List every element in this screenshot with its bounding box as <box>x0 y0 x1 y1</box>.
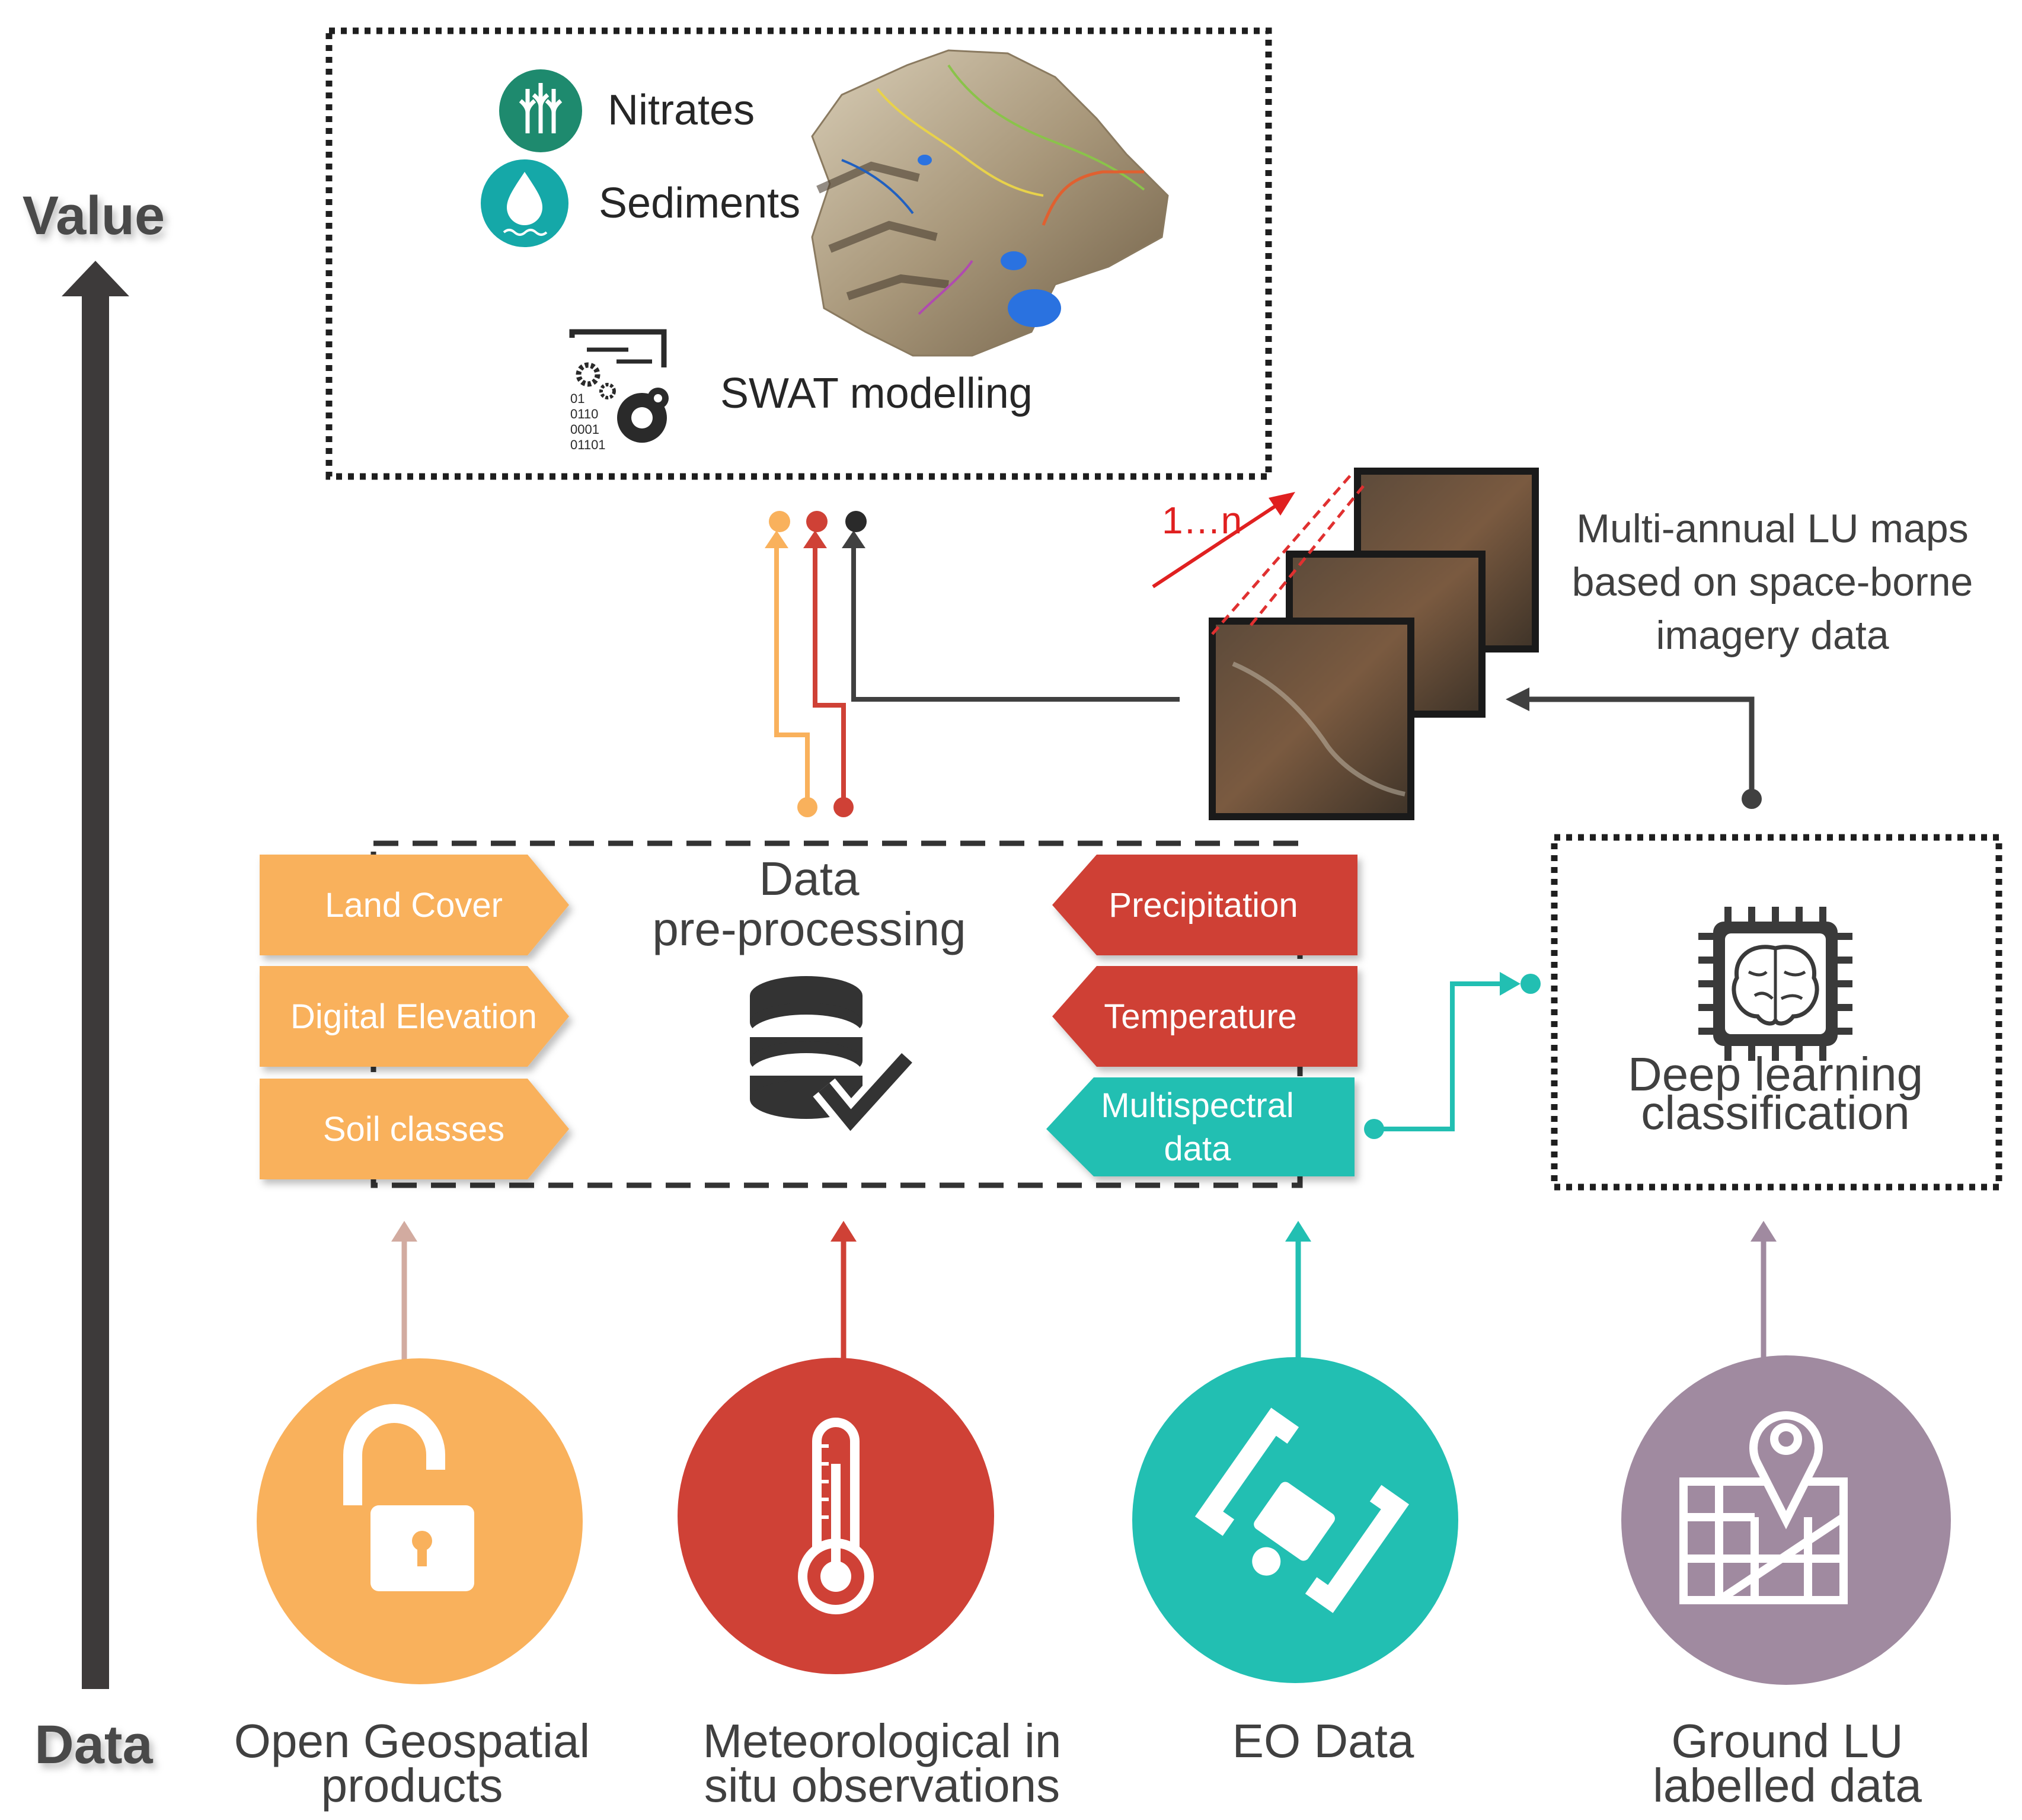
watershed-terrain-image <box>811 49 1169 357</box>
nitrates-legend: Nitrates <box>499 69 755 152</box>
lu-stack-dashed-line-1 <box>1211 473 1353 635</box>
swat-modelling-box: Nitrates Sediments <box>325 27 1272 480</box>
source-meteorological: Meteorological in situ observations <box>678 1358 1061 1812</box>
sediments-legend: Sediments <box>481 159 800 247</box>
preprocessing-title-line-1: Data <box>759 852 860 905</box>
binary-line-2: 0110 <box>570 407 598 421</box>
preprocessing-title-line-2: pre-processing <box>652 903 966 955</box>
tag-label-digital-elevation: Digital Elevation <box>290 997 537 1036</box>
source-label-eo-data: EO Data <box>1232 1715 1414 1767</box>
deep-learning-label-line-2: classification <box>1641 1086 1910 1139</box>
value-axis-arrowhead <box>62 261 129 296</box>
tag-label-land-cover: Land Cover <box>325 886 503 925</box>
tag-digital-elevation: Digital Elevation <box>260 966 569 1067</box>
deep-learning-label-line-1: Deep learning <box>1628 1048 1923 1101</box>
value-axis-shaft <box>82 293 109 1689</box>
tag-label-precipitation: Precipitation <box>1109 886 1298 925</box>
binary-line-3: 0001 <box>570 422 599 437</box>
source-label-meteorological-line-2: situ observations <box>704 1759 1060 1812</box>
nitrates-label: Nitrates <box>608 87 755 134</box>
binary-line-1: 01 <box>570 391 584 406</box>
lu-maps-title-line-1: Multi-annual LU maps <box>1576 506 1968 551</box>
tag-land-cover: Land Cover <box>260 855 569 955</box>
source-label-ground-lu-line-1: Ground LU <box>1671 1715 1903 1767</box>
sediments-label: Sediments <box>599 180 800 227</box>
source-ground-lu: Ground LU labelled data <box>1621 1355 1951 1812</box>
lu-maps-title-line-3: imagery data <box>1656 613 1889 658</box>
source-label-ground-lu-line-2: labelled data <box>1653 1759 1922 1812</box>
lu-maps-stack: 1…n Multi-annual LU maps based on space-… <box>1152 468 1973 820</box>
tag-soil-classes: Soil classes <box>260 1079 569 1179</box>
deep-learning-box: Deep learning classification <box>1551 834 2002 1191</box>
lu-count-label: 1…n <box>1162 499 1242 542</box>
database-check-icon <box>750 976 918 1142</box>
connectors-to-swat <box>765 511 1180 817</box>
tag-label-temperature: Temperature <box>1104 997 1297 1036</box>
tag-temperature: Temperature <box>1052 966 1357 1067</box>
tag-precipitation: Precipitation <box>1052 855 1357 955</box>
axis-label-value: Value <box>23 185 165 246</box>
connector-deep-learning-to-lu-maps <box>1506 687 1762 809</box>
value-axis: Value Data <box>23 185 165 1775</box>
source-eo-data: EO Data <box>1132 1357 1458 1767</box>
unlocked-padlock-icon <box>343 1404 474 1591</box>
source-arrows <box>391 1221 1777 1360</box>
lu-maps-title-line-2: based on space-borne <box>1572 559 1973 604</box>
thermometer-icon <box>798 1418 874 1614</box>
tag-label-soil-classes: Soil classes <box>323 1110 504 1149</box>
tag-label-multispectral-line-1: Multispectral <box>1101 1086 1294 1125</box>
source-label-open-geospatial-line-2: products <box>321 1759 503 1812</box>
ai-chip-brain-icon <box>1698 907 1852 1061</box>
satellite-icon <box>1194 1408 1410 1613</box>
source-label-open-geospatial-line-1: Open Geospatial <box>234 1715 590 1767</box>
data-preprocessing-box: Data pre-processing Land Cover Digital E… <box>260 840 1357 1188</box>
source-open-geospatial: Open Geospatial products <box>234 1358 590 1812</box>
map-pin-icon <box>1679 1411 1848 1604</box>
tag-label-multispectral-line-2: data <box>1164 1130 1232 1168</box>
source-label-meteorological-line-1: Meteorological in <box>703 1715 1062 1767</box>
lu-count-arrow <box>1152 499 1285 588</box>
swat-modelling-label: SWAT modelling <box>720 370 1033 417</box>
binary-line-4: 01101 <box>570 437 606 452</box>
tag-multispectral-data: Multispectral data <box>1046 1077 1355 1176</box>
connector-multispectral-to-deep-learning <box>1364 972 1541 1139</box>
axis-label-data: Data <box>34 1715 153 1775</box>
swat-model-icon: 01 0110 0001 01101 <box>569 329 669 452</box>
